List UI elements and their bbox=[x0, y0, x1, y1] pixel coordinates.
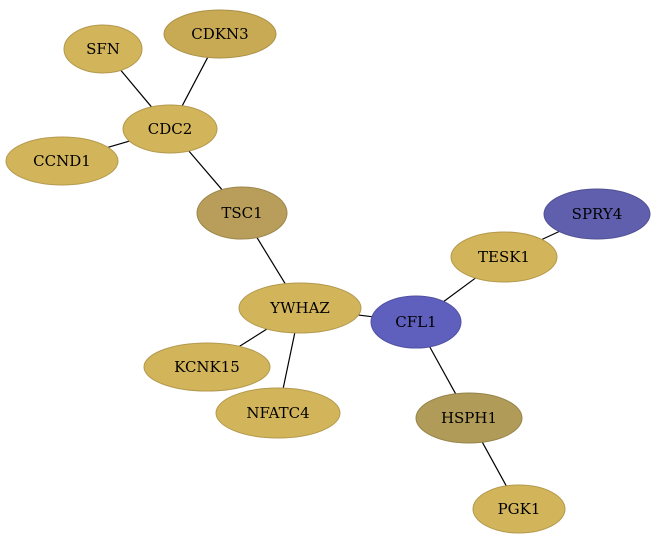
node-shape-tesk1 bbox=[450, 231, 558, 283]
edge-tesk1-spry4 bbox=[541, 230, 560, 241]
node-cdc2: CDC2 bbox=[122, 104, 218, 154]
node-shape-ccnd1 bbox=[5, 136, 119, 186]
node-spry4: SPRY4 bbox=[543, 188, 651, 240]
node-shape-ywhaz bbox=[238, 282, 362, 334]
node-label-pgk1: PGK1 bbox=[498, 500, 541, 518]
edge-cfl1-hsph1 bbox=[429, 346, 457, 395]
node-label-ywhaz: YWHAZ bbox=[269, 299, 330, 317]
node-ccnd1: CCND1 bbox=[5, 136, 119, 186]
node-label-cdkn3: CDKN3 bbox=[191, 25, 248, 43]
node-shape-pgk1 bbox=[472, 484, 566, 534]
node-shape-cfl1 bbox=[370, 295, 462, 349]
node-ywhaz: YWHAZ bbox=[238, 282, 362, 334]
node-label-tsc1: TSC1 bbox=[221, 204, 262, 222]
node-shape-nfatc4 bbox=[215, 387, 341, 439]
edge-sfn-cdc2 bbox=[120, 69, 152, 108]
node-kcnk15: KCNK15 bbox=[143, 342, 271, 392]
node-label-ccnd1: CCND1 bbox=[33, 152, 91, 170]
node-pgk1: PGK1 bbox=[472, 484, 566, 534]
edge-ywhaz-cfl1 bbox=[358, 314, 373, 318]
node-label-tesk1: TESK1 bbox=[478, 248, 530, 266]
node-nfatc4: NFATC4 bbox=[215, 387, 341, 439]
edge-ccnd1-cdc2 bbox=[107, 140, 130, 148]
edge-cdkn3-cdc2 bbox=[181, 57, 209, 107]
node-label-sfn: SFN bbox=[86, 40, 120, 58]
edge-ywhaz-kcnk15 bbox=[239, 328, 268, 347]
node-cdkn3: CDKN3 bbox=[163, 9, 277, 59]
edge-cfl1-tesk1 bbox=[443, 277, 476, 303]
node-label-kcnk15: KCNK15 bbox=[174, 358, 240, 376]
node-label-spry4: SPRY4 bbox=[572, 205, 623, 223]
node-label-cfl1: CFL1 bbox=[395, 313, 436, 331]
edge-cdc2-tsc1 bbox=[188, 150, 223, 191]
node-shape-sfn bbox=[63, 24, 143, 74]
node-label-hsph1: HSPH1 bbox=[441, 409, 497, 427]
edge-hsph1-pgk1 bbox=[481, 441, 507, 487]
node-shape-cdc2 bbox=[122, 104, 218, 154]
node-shape-hsph1 bbox=[415, 392, 523, 444]
node-shape-spry4 bbox=[543, 188, 651, 240]
node-shape-cdkn3 bbox=[163, 9, 277, 59]
node-sfn: SFN bbox=[63, 24, 143, 74]
node-tesk1: TESK1 bbox=[450, 231, 558, 283]
node-shape-kcnk15 bbox=[143, 342, 271, 392]
node-shape-tsc1 bbox=[196, 186, 288, 240]
node-label-nfatc4: NFATC4 bbox=[246, 404, 309, 422]
node-tsc1: TSC1 bbox=[196, 186, 288, 240]
node-label-cdc2: CDC2 bbox=[148, 120, 193, 138]
edge-tsc1-ywhaz bbox=[256, 237, 286, 285]
node-hsph1: HSPH1 bbox=[415, 392, 523, 444]
node-cfl1: CFL1 bbox=[370, 295, 462, 349]
edges-layer bbox=[107, 57, 560, 487]
edge-ywhaz-nfatc4 bbox=[282, 332, 296, 389]
